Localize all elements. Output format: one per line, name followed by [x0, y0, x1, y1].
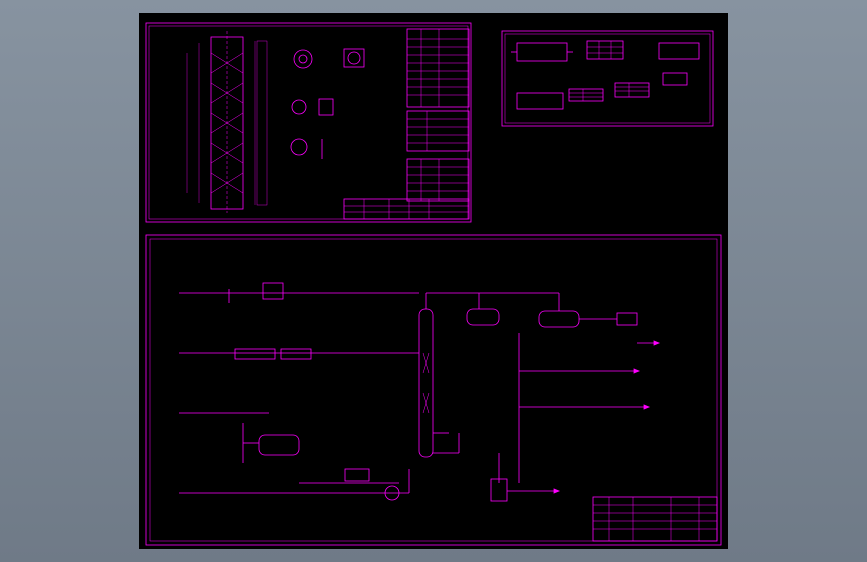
- process-flow-panel: [145, 234, 722, 546]
- equipment-drawing-panel: [145, 22, 472, 223]
- drawing-sheet[interactable]: [139, 13, 728, 549]
- cad-drawing: [145, 22, 722, 546]
- exchanger-panel: [501, 30, 714, 127]
